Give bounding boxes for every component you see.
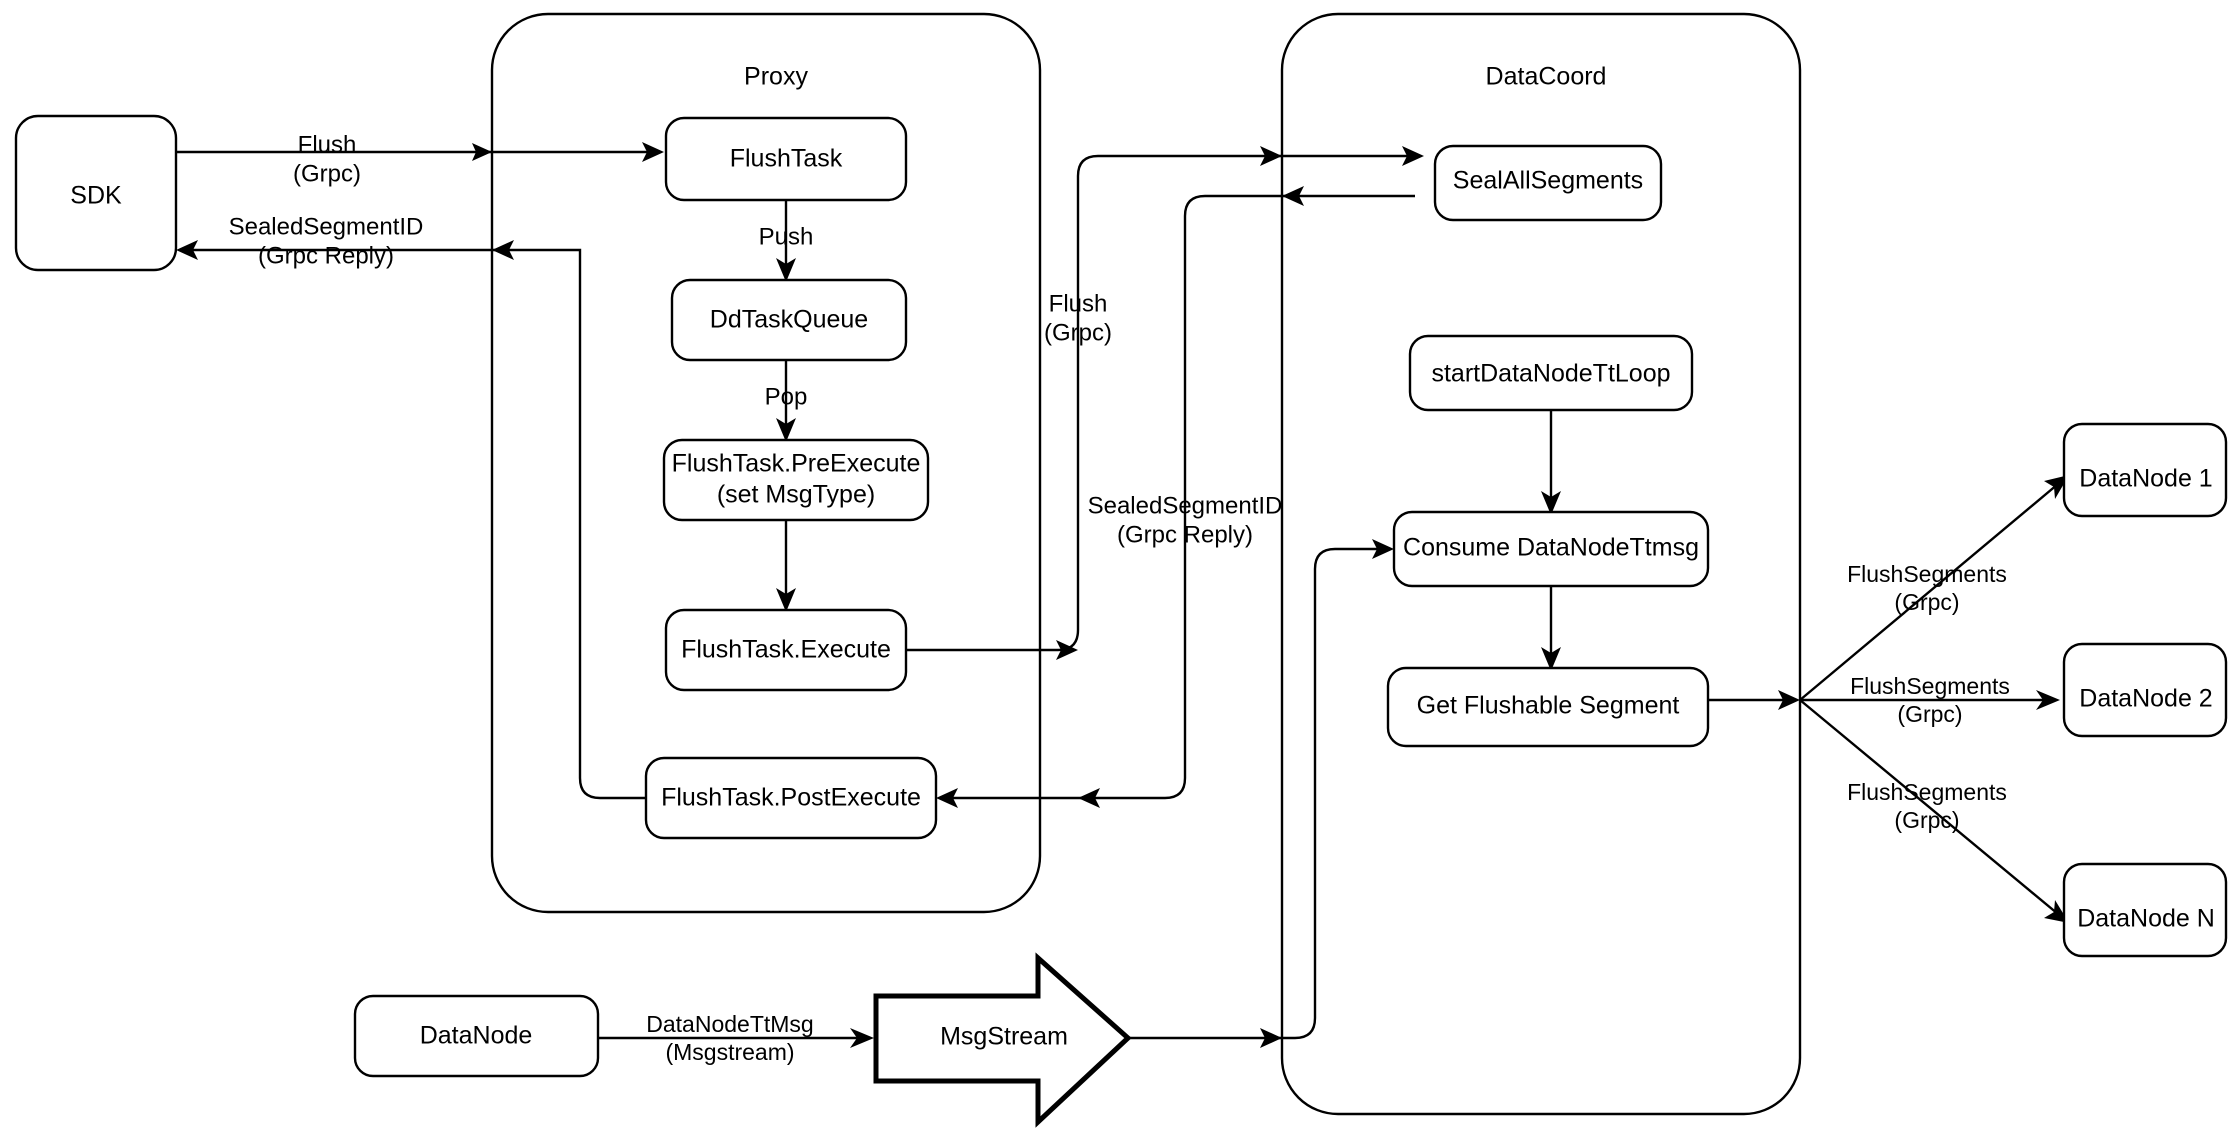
- edge-label-flushsegments-1-line2: (Grpc): [1894, 589, 1959, 615]
- node-flushtask-preexecute[interactable]: FlushTask.PreExecute (set MsgType): [662, 438, 930, 522]
- proxy-container: [490, 12, 1042, 914]
- node-consume-datanodettmsg[interactable]: Consume DataNodeTtmsg: [1392, 510, 1710, 588]
- edge-label-push: Push: [759, 223, 814, 250]
- edge-label-flushsegments-1-line1: FlushSegments: [1847, 561, 2007, 587]
- group-datacoord: DataCoord: [1280, 12, 1802, 1116]
- edge-label-flush-grpc-line1: Flush: [298, 131, 357, 158]
- edge-label-proxy-flush-line2: (Grpc): [1044, 319, 1112, 346]
- datacoord-container: [1280, 12, 1802, 1116]
- edge-pop: Pop: [765, 360, 808, 442]
- edge-hub-to-datanode-n: FlushSegments (Grpc): [1799, 699, 2069, 923]
- node-datanode-1[interactable]: DataNode 1: [2062, 422, 2228, 518]
- consume-datanodettmsg-label: Consume DataNodeTtmsg: [1403, 534, 1699, 562]
- flushtask-box[interactable]: [664, 116, 908, 202]
- node-flushtask-execute[interactable]: FlushTask.Execute: [664, 608, 908, 692]
- flushtask-preexecute-label-line2: (set MsgType): [717, 481, 875, 509]
- node-sealallsegments[interactable]: SealAllSegments: [1433, 144, 1663, 222]
- node-get-flushable-segment[interactable]: Get Flushable Segment: [1386, 666, 1710, 748]
- edge-hub-to-datanode-1: FlushSegments (Grpc): [1799, 475, 2069, 701]
- datanode-1-label: DataNode 1: [2079, 465, 2212, 493]
- edge-datanode-to-msgstream: DataNodeTtMsg (Msgstream): [598, 1011, 874, 1065]
- node-flushtask[interactable]: FlushTask: [664, 116, 908, 202]
- flushtask-execute-label: FlushTask.Execute: [681, 636, 891, 664]
- datanode-2-box[interactable]: [2062, 642, 2228, 738]
- node-sdk[interactable]: SDK: [14, 114, 178, 272]
- node-datanode-source[interactable]: DataNode: [353, 994, 600, 1078]
- node-msgstream[interactable]: MsgStream: [873, 952, 1132, 1128]
- proxy-group-label: Proxy: [744, 63, 808, 91]
- edge-label-flush-grpc-line2: (Grpc): [293, 160, 361, 187]
- datanode-source-label: DataNode: [420, 1022, 533, 1050]
- edge-label-pop: Pop: [765, 383, 808, 410]
- datanode-source-box[interactable]: [353, 994, 600, 1078]
- datanode-n-box[interactable]: [2062, 862, 2228, 958]
- flushtask-preexecute-box[interactable]: [662, 438, 930, 522]
- group-proxy: Proxy: [490, 12, 1042, 914]
- edge-label-flushsegments-2-line2: (Grpc): [1897, 701, 1962, 727]
- node-datanode-2[interactable]: DataNode 2: [2062, 642, 2228, 738]
- edge-label-flushsegments-n-line2: (Grpc): [1894, 807, 1959, 833]
- edge-label-flushsegments-n-line1: FlushSegments: [1847, 779, 2007, 805]
- startdatanodettloop-label: startDataNodeTtLoop: [1431, 360, 1670, 388]
- flushtask-postexecute-label: FlushTask.PostExecute: [661, 784, 921, 812]
- datanode-1-box[interactable]: [2062, 422, 2228, 518]
- node-flushtask-postexecute[interactable]: FlushTask.PostExecute: [644, 756, 938, 840]
- edge-preexecute-to-execute: [776, 520, 796, 612]
- sealallsegments-label: SealAllSegments: [1453, 167, 1643, 195]
- node-datanode-n[interactable]: DataNode N: [2062, 862, 2228, 958]
- sdk-label: SDK: [70, 182, 122, 210]
- edge-hub-to-datanode-2: FlushSegments (Grpc): [1800, 673, 2060, 727]
- get-flushable-segment-box[interactable]: [1386, 666, 1710, 748]
- edge-sdk-to-flushtask: Flush (Grpc): [176, 131, 664, 187]
- sealallsegments-box[interactable]: [1433, 144, 1663, 222]
- edge-push: Push: [759, 200, 814, 282]
- ddtaskqueue-label: DdTaskQueue: [710, 306, 868, 334]
- edge-sealallsegments-to-postexecute: SealedSegmentID (Grpc Reply): [936, 186, 1415, 808]
- edge-label-flushsegments-2-line1: FlushSegments: [1850, 673, 2010, 699]
- msgstream-arrow-shape[interactable]: [873, 952, 1132, 1128]
- edge-label-proxy-flush-line1: Flush: [1049, 290, 1108, 317]
- edge-ttloop-to-consume: [1541, 410, 1561, 515]
- flushtask-label: FlushTask: [730, 145, 843, 173]
- datanode-2-label: DataNode 2: [2079, 685, 2212, 713]
- edge-label-sealedsegmentid-reply-line1: SealedSegmentID: [229, 213, 424, 240]
- get-flushable-segment-label: Get Flushable Segment: [1417, 692, 1680, 720]
- datacoord-group-label: DataCoord: [1486, 63, 1607, 91]
- edge-consume-to-getflushable: [1541, 586, 1561, 671]
- edge-label-datanodettmsg-line1: DataNodeTtMsg: [646, 1011, 813, 1037]
- edge-postexecute-to-sdk: SealedSegmentID (Grpc Reply): [176, 213, 646, 800]
- edge-label-coord-reply-line1: SealedSegmentID: [1088, 492, 1283, 519]
- edge-getflushable-to-hub: [1708, 690, 1800, 710]
- edge-execute-to-sealallsegments: Flush (Grpc): [906, 146, 1424, 660]
- sdk-box[interactable]: [14, 114, 178, 272]
- flushtask-preexecute-label-line1: FlushTask.PreExecute: [672, 450, 921, 478]
- node-startdatanodettloop[interactable]: startDataNodeTtLoop: [1408, 334, 1694, 412]
- msgstream-label: MsgStream: [940, 1023, 1068, 1051]
- edge-label-sealedsegmentid-reply-line2: (Grpc Reply): [258, 242, 394, 269]
- edge-label-datanodettmsg-line2: (Msgstream): [665, 1039, 794, 1065]
- edge-msgstream-to-consume: [1128, 539, 1394, 1048]
- datanode-n-label: DataNode N: [2077, 905, 2215, 933]
- ddtaskqueue-box[interactable]: [670, 278, 908, 362]
- edge-label-coord-reply-line2: (Grpc Reply): [1117, 521, 1253, 548]
- node-ddtaskqueue[interactable]: DdTaskQueue: [670, 278, 908, 362]
